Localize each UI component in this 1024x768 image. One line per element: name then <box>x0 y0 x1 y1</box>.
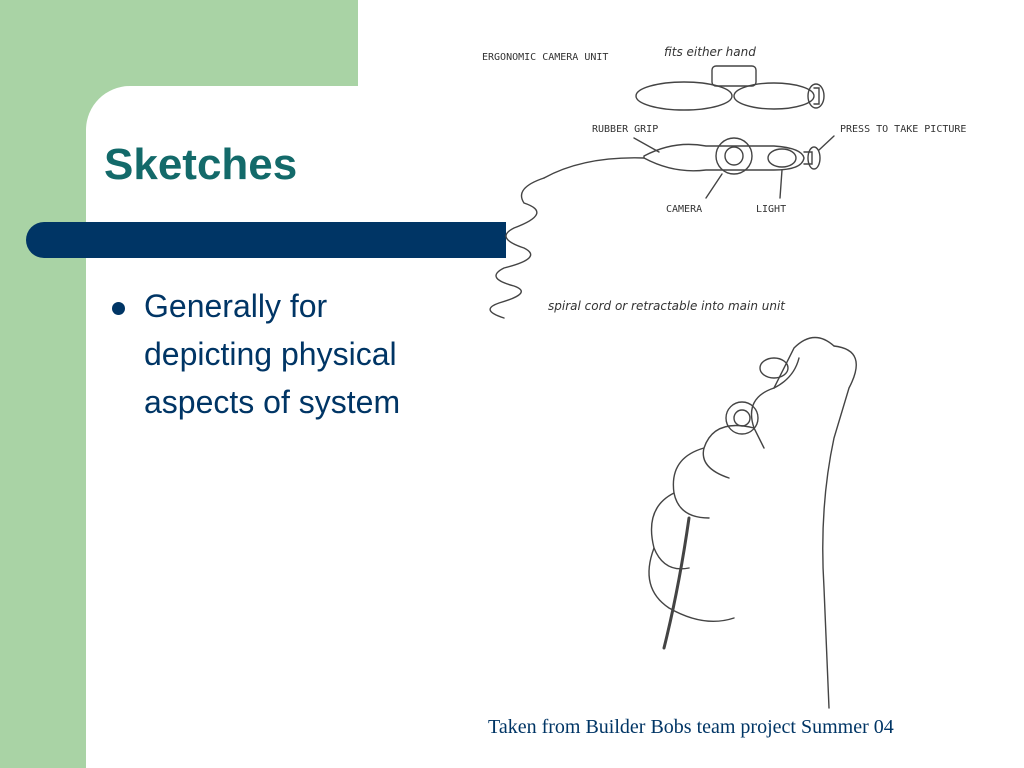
sketch-label-grip: RUBBER GRIP <box>592 124 658 135</box>
content-area <box>86 86 1024 768</box>
image-caption: Taken from Builder Bobs team project Sum… <box>488 716 894 738</box>
sketch-label-press: PRESS TO TAKE PICTURE <box>840 124 966 135</box>
sketch-label-cord: spiral cord or retractable into main uni… <box>548 299 786 313</box>
bullet-item: Generally for depicting physical aspects… <box>104 282 454 426</box>
left-green-strip <box>0 0 86 768</box>
sketch-label-light: LIGHT <box>756 204 786 215</box>
sketch-label-top-right: fits either hand <box>664 45 756 59</box>
sketch-label-top: ERGONOMIC CAMERA UNIT <box>482 52 608 63</box>
sketch-label-camera: CAMERA <box>666 204 702 215</box>
bullet-dot-icon <box>112 302 125 315</box>
bullet-text: Generally for depicting physical aspects… <box>144 288 401 420</box>
bullet-list: Generally for depicting physical aspects… <box>104 282 454 426</box>
title-underline-bar <box>26 222 506 258</box>
slide-title: Sketches <box>104 140 298 189</box>
camera-unit-sketch: ERGONOMIC CAMERA UNIT fits either hand R… <box>482 45 966 709</box>
